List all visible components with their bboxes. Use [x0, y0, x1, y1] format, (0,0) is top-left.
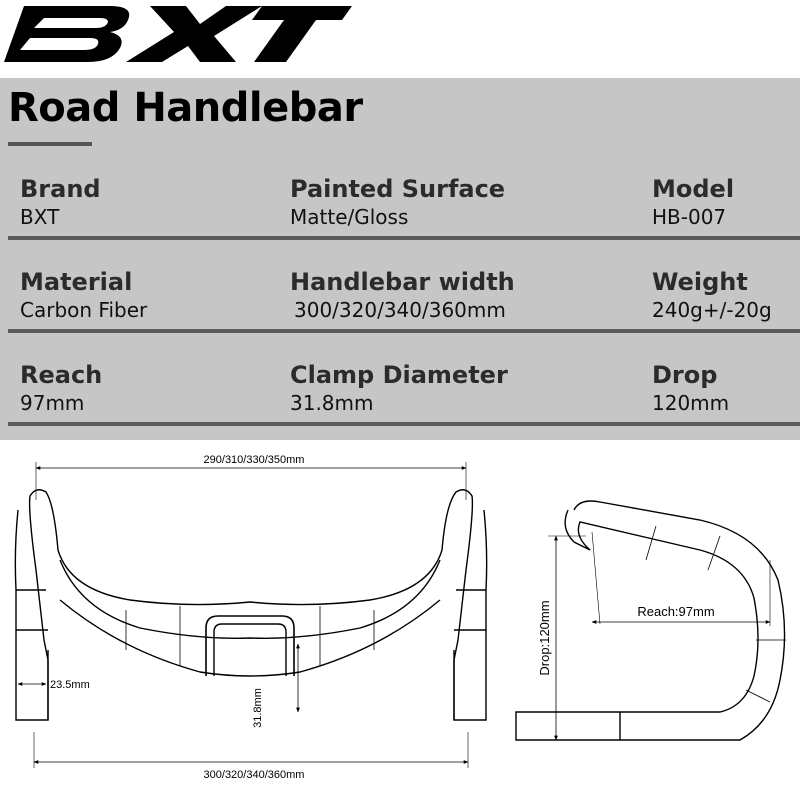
spec-value: 97mm	[20, 391, 85, 415]
spec-value: 120mm	[652, 391, 730, 415]
row-divider	[8, 236, 800, 240]
spec-value: Carbon Fiber	[20, 298, 148, 322]
spec-label: Painted Surface	[290, 175, 506, 203]
spec-reach: Reach 97mm	[20, 360, 102, 416]
spec-label: Material	[20, 268, 133, 296]
spec-label: Weight	[652, 268, 748, 296]
spec-label: Brand	[20, 175, 101, 203]
spec-label: Handlebar width	[290, 268, 515, 296]
spec-painted-surface: Painted Surface Matte/Gloss	[290, 174, 505, 230]
brand-logo-mark	[4, 6, 352, 62]
spec-label: Clamp Diameter	[290, 361, 508, 389]
spec-clamp-diameter: Clamp Diameter 31.8mm	[290, 360, 508, 416]
spec-label: Model	[652, 175, 735, 203]
spec-handlebar-width: Handlebar width 300/320/340/360mm	[290, 267, 515, 323]
front-view	[14, 462, 488, 768]
brand-logo	[4, 6, 352, 62]
spec-label: Reach	[20, 361, 103, 389]
spec-model: Model HB-007	[652, 174, 734, 230]
clamp-diameter-label: 31.8mm	[252, 688, 264, 728]
spec-value: BXT	[20, 205, 60, 229]
bar-end-diameter-label: 23.5mm	[50, 679, 90, 691]
page-title: Road Handlebar	[8, 85, 363, 131]
spec-label: Drop	[652, 361, 718, 389]
spec-material: Material Carbon Fiber	[20, 267, 147, 323]
spec-value: Matte/Gloss	[290, 205, 409, 229]
bottom-width-label: 300/320/340/360mm	[204, 769, 305, 781]
spec-value: HB-007	[652, 205, 727, 229]
spec-value: 240g+/-20g	[652, 298, 772, 322]
side-view	[515, 500, 786, 741]
row-divider	[8, 329, 800, 333]
spec-panel	[0, 78, 800, 440]
top-width-label: 290/310/330/350mm	[204, 454, 305, 466]
spec-drop: Drop 120mm	[652, 360, 729, 416]
row-divider	[8, 422, 800, 426]
drop-label: Drop:120mm	[537, 600, 552, 675]
spec-value: 31.8mm	[290, 391, 374, 415]
spec-weight: Weight 240g+/-20g	[652, 267, 772, 323]
technical-drawing: 290/310/330/350mm 300/320/340/360mm 23.5…	[14, 454, 786, 781]
reach-label: Reach:97mm	[637, 604, 714, 619]
spec-brand: Brand BXT	[20, 174, 101, 230]
title-underline	[8, 142, 92, 146]
spec-value: 300/320/340/360mm	[294, 298, 506, 322]
